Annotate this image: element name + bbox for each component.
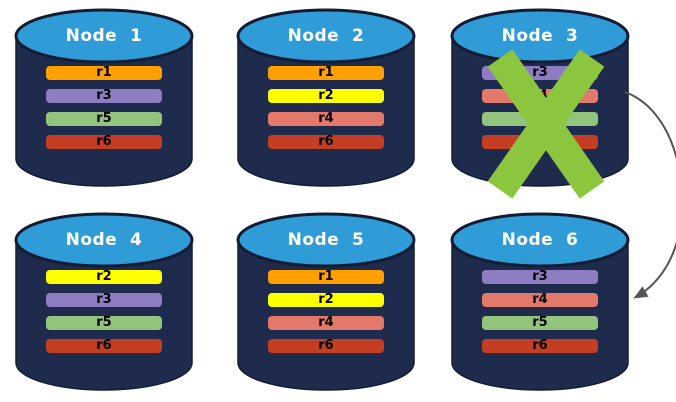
replica-bar-r3: r3 bbox=[46, 293, 162, 307]
node-title: Node 6 bbox=[501, 230, 579, 250]
replica-list: r1 r3 r5 r6 bbox=[46, 66, 162, 149]
node-title: Node 4 bbox=[65, 230, 143, 250]
replica-bar-r5: r5 bbox=[46, 112, 162, 126]
replica-bar-r6: r6 bbox=[482, 339, 598, 353]
node-title: Node 3 bbox=[501, 26, 579, 46]
node-title: Node 5 bbox=[287, 230, 365, 250]
node-title: Node 1 bbox=[65, 26, 143, 46]
replica-list: r1 r2 r4 r6 bbox=[268, 270, 384, 353]
node-title: Node 2 bbox=[287, 26, 365, 46]
replica-bar-r2: r2 bbox=[268, 89, 384, 103]
failure-x-icon bbox=[487, 49, 605, 199]
node-6: Node 6 r3 r4 r5 r6 bbox=[448, 212, 632, 394]
node-5: Node 5 r1 r2 r4 r6 bbox=[234, 212, 418, 394]
replica-bar-r6: r6 bbox=[268, 339, 384, 353]
replica-bar-r6: r6 bbox=[46, 339, 162, 353]
failover-arrow-path bbox=[624, 91, 676, 299]
replica-bar-r3: r3 bbox=[482, 270, 598, 284]
replica-bar-r1: r1 bbox=[268, 66, 384, 80]
replica-bar-r4: r4 bbox=[268, 112, 384, 126]
replica-list: r1 r2 r4 r6 bbox=[268, 66, 384, 149]
replica-list: r2 r3 r5 r6 bbox=[46, 270, 162, 353]
replica-bar-r5: r5 bbox=[482, 316, 598, 330]
replica-bar-r1: r1 bbox=[268, 270, 384, 284]
replica-bar-r4: r4 bbox=[482, 293, 598, 307]
replica-bar-r6: r6 bbox=[268, 135, 384, 149]
replica-bar-r2: r2 bbox=[268, 293, 384, 307]
replica-bar-r4: r4 bbox=[268, 316, 384, 330]
node-2: Node 2 r1 r2 r4 r6 bbox=[234, 8, 418, 190]
node-1: Node 1 r1 r3 r5 r6 bbox=[12, 8, 196, 190]
node-4: Node 4 r2 r3 r5 r6 bbox=[12, 212, 196, 394]
replica-list: r3 r4 r5 r6 bbox=[482, 270, 598, 353]
replica-bar-r3: r3 bbox=[46, 89, 162, 103]
replica-bar-r1: r1 bbox=[46, 66, 162, 80]
replica-bar-r2: r2 bbox=[46, 270, 162, 284]
replica-bar-r5: r5 bbox=[46, 316, 162, 330]
replica-bar-r6: r6 bbox=[46, 135, 162, 149]
